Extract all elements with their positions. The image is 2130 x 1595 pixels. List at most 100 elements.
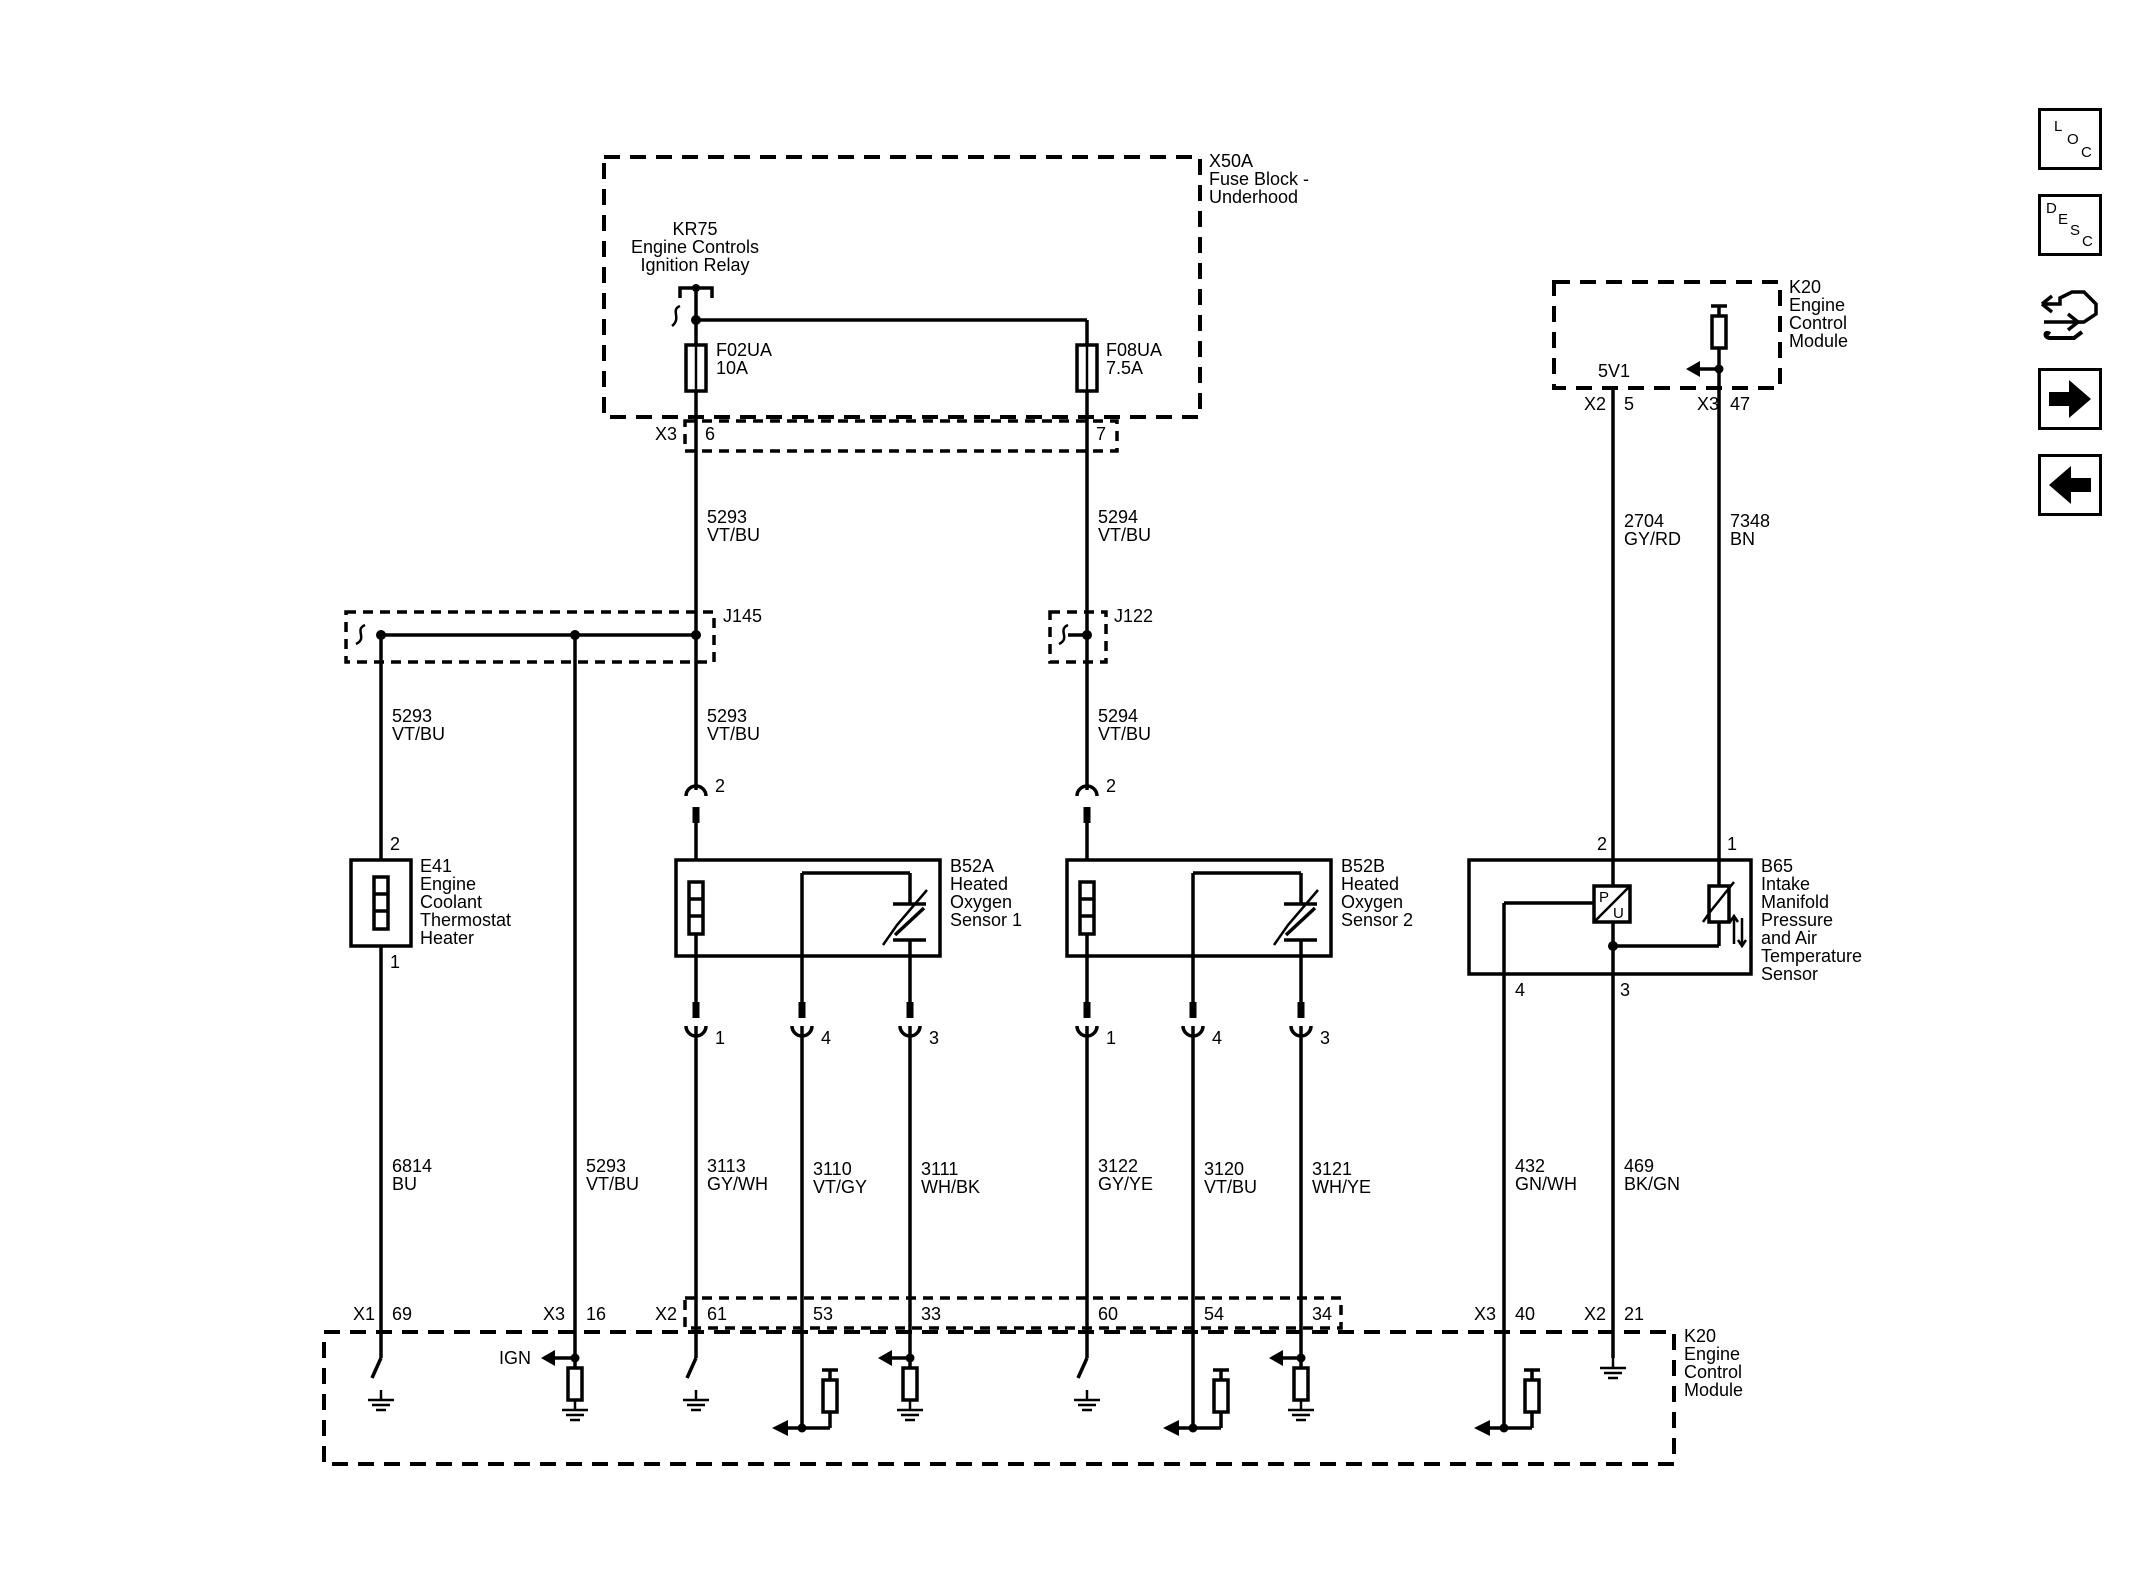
svg-text:WH/BK: WH/BK xyxy=(921,1177,980,1197)
arrow-left-icon xyxy=(2049,466,2091,504)
svg-text:33: 33 xyxy=(921,1304,941,1324)
svg-text:J122: J122 xyxy=(1114,606,1153,626)
svg-text:3110: 3110 xyxy=(813,1159,852,1179)
engine-control-module-bottom: K20 Engine Control Module X1 69 X3 16 X2… xyxy=(322,1296,1743,1466)
svg-text:VT/BU: VT/BU xyxy=(707,525,760,545)
svg-text:IGN: IGN xyxy=(499,1348,531,1368)
svg-text:Heated: Heated xyxy=(1341,874,1399,894)
map-iat-sensor-b65: 2 1 P U 4 3 B65 Intake Manifold Pressure… xyxy=(1467,834,1862,1428)
svg-text:Manifold: Manifold xyxy=(1761,892,1829,912)
kr75-label: KR75 xyxy=(672,219,717,239)
svg-text:X3: X3 xyxy=(543,1304,565,1324)
svg-text:Coolant: Coolant xyxy=(420,892,482,912)
svg-text:X3: X3 xyxy=(1697,394,1719,414)
svg-text:2704: 2704 xyxy=(1624,511,1664,531)
svg-text:GY/RD: GY/RD xyxy=(1624,529,1681,549)
svg-text:Intake: Intake xyxy=(1761,874,1810,894)
svg-text:3121: 3121 xyxy=(1312,1159,1352,1179)
connector-end-view-button[interactable] xyxy=(2038,282,2102,344)
svg-text:VT/GY: VT/GY xyxy=(813,1177,867,1197)
svg-text:VT/BU: VT/BU xyxy=(586,1174,639,1194)
svg-text:7: 7 xyxy=(1096,424,1106,444)
svg-text:7.5A: 7.5A xyxy=(1106,358,1143,378)
svg-text:5293: 5293 xyxy=(586,1156,626,1176)
heated-oxygen-sensor-2-b52b: 2 B52B Heated Oxygen Sensor 2 1 4 3 xyxy=(1065,776,1413,1428)
kr75-desc-1: Engine Controls xyxy=(631,237,759,257)
x50a-label: X50A xyxy=(1209,151,1253,171)
svg-text:Control: Control xyxy=(1789,313,1847,333)
svg-text:GY/WH: GY/WH xyxy=(707,1174,768,1194)
svg-text:60: 60 xyxy=(1098,1304,1118,1324)
svg-text:VT/BU: VT/BU xyxy=(1098,525,1151,545)
svg-text:5294: 5294 xyxy=(1098,507,1138,527)
x50a-desc-1: Fuse Block - xyxy=(1209,169,1309,189)
svg-text:61: 61 xyxy=(707,1304,727,1324)
svg-text:6814: 6814 xyxy=(392,1156,432,1176)
svg-text:4: 4 xyxy=(1212,1028,1222,1048)
connector-icon xyxy=(2040,290,2098,340)
svg-text:4: 4 xyxy=(821,1028,831,1048)
svg-text:Pressure: Pressure xyxy=(1761,910,1833,930)
svg-text:VT/BU: VT/BU xyxy=(707,724,760,744)
svg-text:BU: BU xyxy=(392,1174,417,1194)
svg-text:K20: K20 xyxy=(1684,1326,1716,1346)
loc-button[interactable]: L O C xyxy=(2038,108,2102,170)
svg-text:3: 3 xyxy=(929,1028,939,1048)
svg-text:B52A: B52A xyxy=(950,856,994,876)
svg-text:X1: X1 xyxy=(353,1304,375,1324)
svg-text:69: 69 xyxy=(392,1304,412,1324)
heated-oxygen-sensor-1-b52a: 2 B52A Heated Oxygen Sensor 1 1 4 3 xyxy=(674,776,1022,1428)
desc-button[interactable]: D E S C xyxy=(2038,194,2102,256)
svg-text:3113: 3113 xyxy=(707,1156,746,1176)
svg-text:WH/YE: WH/YE xyxy=(1312,1177,1371,1197)
svg-text:2: 2 xyxy=(390,834,400,854)
x50a-desc-2: Underhood xyxy=(1209,187,1298,207)
svg-text:F02UA: F02UA xyxy=(716,340,772,360)
svg-text:X2: X2 xyxy=(1584,1304,1606,1324)
svg-text:Sensor 1: Sensor 1 xyxy=(950,910,1022,930)
svg-text:Engine: Engine xyxy=(420,874,476,894)
svg-text:34: 34 xyxy=(1312,1304,1332,1324)
svg-text:Module: Module xyxy=(1684,1380,1743,1400)
svg-text:4: 4 xyxy=(1515,980,1525,1000)
engine-control-module-top: K20 Engine Control Module 5V1 X2 5 X3 47 xyxy=(1552,277,1848,414)
svg-text:P: P xyxy=(1599,889,1609,906)
svg-text:1: 1 xyxy=(715,1028,725,1048)
svg-text:Oxygen: Oxygen xyxy=(950,892,1012,912)
arrow-right-icon xyxy=(2049,380,2091,418)
svg-text:54: 54 xyxy=(1204,1304,1224,1324)
svg-text:BK/GN: BK/GN xyxy=(1624,1174,1680,1194)
svg-text:3: 3 xyxy=(1620,980,1630,1000)
svg-text:Engine: Engine xyxy=(1684,1344,1740,1364)
svg-text:X2: X2 xyxy=(1584,394,1606,414)
svg-text:X3: X3 xyxy=(655,424,677,444)
svg-text:Heater: Heater xyxy=(420,928,474,948)
svg-text:J145: J145 xyxy=(723,606,762,626)
svg-text:E41: E41 xyxy=(420,856,452,876)
svg-text:53: 53 xyxy=(813,1304,833,1324)
svg-text:5293: 5293 xyxy=(707,706,747,726)
svg-text:5: 5 xyxy=(1624,394,1634,414)
svg-text:Sensor 2: Sensor 2 xyxy=(1341,910,1413,930)
svg-text:432: 432 xyxy=(1515,1156,1545,1176)
svg-text:2: 2 xyxy=(715,776,725,796)
svg-text:7348: 7348 xyxy=(1730,511,1770,531)
svg-text:Control: Control xyxy=(1684,1362,1742,1382)
svg-text:Module: Module xyxy=(1789,331,1848,351)
svg-text:21: 21 xyxy=(1624,1304,1644,1324)
next-page-button[interactable] xyxy=(2038,368,2102,430)
previous-page-button[interactable] xyxy=(2038,454,2102,516)
fuse-block-x50a: X50A Fuse Block - Underhood KR75 Engine … xyxy=(602,151,1309,453)
svg-text:X2: X2 xyxy=(655,1304,677,1324)
svg-text:Thermostat: Thermostat xyxy=(420,910,511,930)
svg-text:2: 2 xyxy=(1106,776,1116,796)
svg-text:1: 1 xyxy=(1106,1028,1116,1048)
svg-text:X3: X3 xyxy=(1474,1304,1496,1324)
svg-text:10A: 10A xyxy=(716,358,748,378)
svg-text:B52B: B52B xyxy=(1341,856,1385,876)
svg-text:5V1: 5V1 xyxy=(1598,361,1630,381)
svg-text:3111: 3111 xyxy=(921,1159,958,1179)
svg-text:BN: BN xyxy=(1730,529,1755,549)
svg-text:1: 1 xyxy=(1727,834,1737,854)
